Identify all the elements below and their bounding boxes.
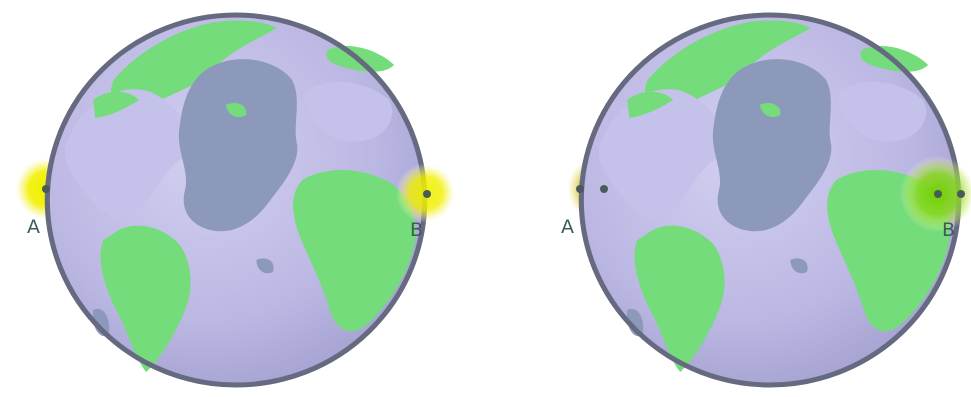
left-label-a: A <box>27 216 40 238</box>
right-point-a <box>600 185 608 193</box>
right-point-b <box>934 190 942 198</box>
right-point-b-outer <box>957 190 965 198</box>
left-point-a <box>42 185 50 193</box>
right-label-a: A <box>561 216 574 238</box>
left-globe <box>47 15 424 385</box>
left-label-b: B <box>410 219 423 241</box>
right-panel: A B <box>561 15 971 385</box>
right-label-b: B <box>942 219 955 241</box>
left-panel: A B <box>14 15 456 385</box>
left-point-b <box>423 190 431 198</box>
right-point-a-outer <box>576 185 584 193</box>
